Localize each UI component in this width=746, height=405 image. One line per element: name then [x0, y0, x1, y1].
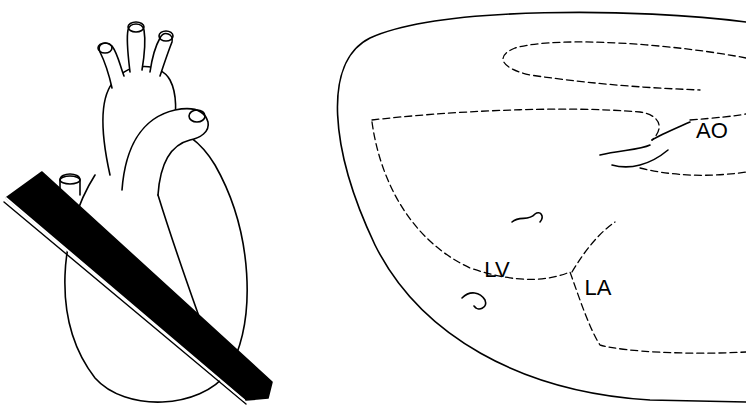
chamber-label: LA [585, 277, 612, 299]
chamber-label: LV [484, 259, 509, 281]
chamber-label: AO [696, 120, 728, 142]
